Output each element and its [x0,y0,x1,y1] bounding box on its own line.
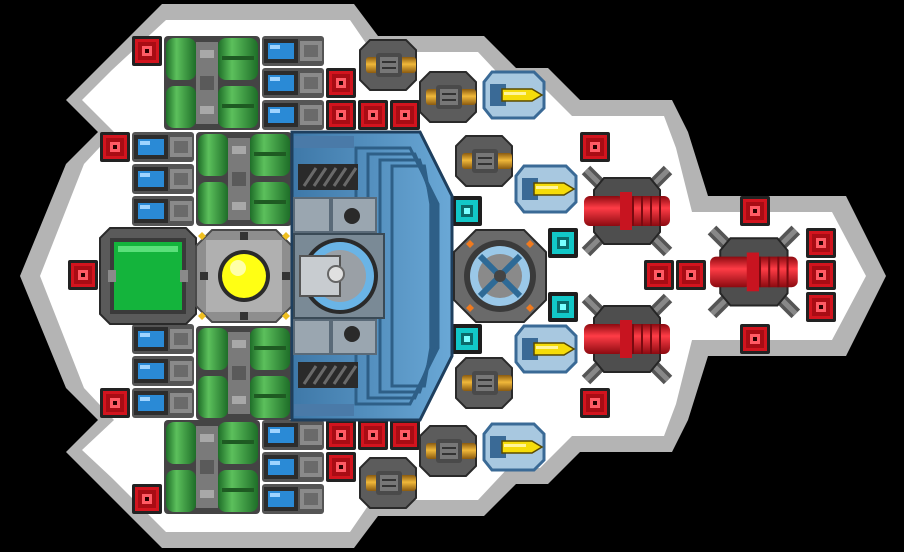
armor-block-icon[interactable] [580,132,610,162]
battery-icon[interactable] [132,324,194,354]
armor-block-icon[interactable] [390,420,420,450]
armor-block-icon[interactable] [806,260,836,290]
battery-icon[interactable] [132,164,194,194]
battery-icon[interactable] [262,452,324,482]
armor-block-icon[interactable] [740,196,770,226]
armor-block-icon[interactable] [132,484,162,514]
fuel-tank-icon[interactable] [164,36,260,130]
reactor-icon[interactable] [195,229,293,323]
armor-block-icon[interactable] [100,388,130,418]
armor-block-icon[interactable] [326,420,356,450]
cyan-power-cell-icon[interactable] [548,228,578,258]
battery-icon[interactable] [132,132,194,162]
armor-block-icon[interactable] [676,260,706,290]
armor-block-icon[interactable] [390,100,420,130]
battery-icon[interactable] [262,420,324,450]
missile-launcher-icon[interactable] [514,164,578,214]
bridge-module-icon[interactable] [290,130,454,422]
armor-block-icon[interactable] [132,36,162,66]
armor-block-icon[interactable] [580,388,610,418]
missile-launcher-icon[interactable] [514,324,578,374]
battery-icon[interactable] [262,100,324,130]
armor-block-icon[interactable] [326,100,356,130]
command-pod-icon[interactable] [99,227,197,325]
cyan-power-cell-icon[interactable] [452,324,482,354]
cannon-turret-icon[interactable] [419,425,477,477]
armor-block-icon[interactable] [806,228,836,258]
red-thruster-icon[interactable] [581,165,673,257]
cannon-turret-icon[interactable] [359,457,417,509]
cannon-turret-icon[interactable] [455,357,513,409]
battery-icon[interactable] [132,196,194,226]
armor-block-icon[interactable] [358,420,388,450]
cannon-turret-icon[interactable] [419,71,477,123]
gyroscope-icon[interactable] [453,229,547,323]
cyan-power-cell-icon[interactable] [548,292,578,322]
red-thruster-icon[interactable] [581,293,673,385]
battery-icon[interactable] [262,68,324,98]
battery-icon[interactable] [262,36,324,66]
battery-icon[interactable] [132,356,194,386]
cannon-turret-icon[interactable] [455,135,513,187]
fuel-tank-icon[interactable] [196,326,292,420]
red-thruster-icon[interactable] [707,225,801,319]
armor-block-icon[interactable] [358,100,388,130]
armor-block-icon[interactable] [326,68,356,98]
armor-block-icon[interactable] [68,260,98,290]
armor-block-icon[interactable] [100,132,130,162]
cannon-turret-icon[interactable] [359,39,417,91]
cyan-power-cell-icon[interactable] [452,196,482,226]
armor-block-icon[interactable] [806,292,836,322]
armor-block-icon[interactable] [740,324,770,354]
missile-launcher-icon[interactable] [482,422,546,472]
fuel-tank-icon[interactable] [196,132,292,226]
battery-icon[interactable] [132,388,194,418]
missile-launcher-icon[interactable] [482,70,546,120]
armor-block-icon[interactable] [644,260,674,290]
battery-icon[interactable] [262,484,324,514]
armor-block-icon[interactable] [326,452,356,482]
fuel-tank-icon[interactable] [164,420,260,514]
